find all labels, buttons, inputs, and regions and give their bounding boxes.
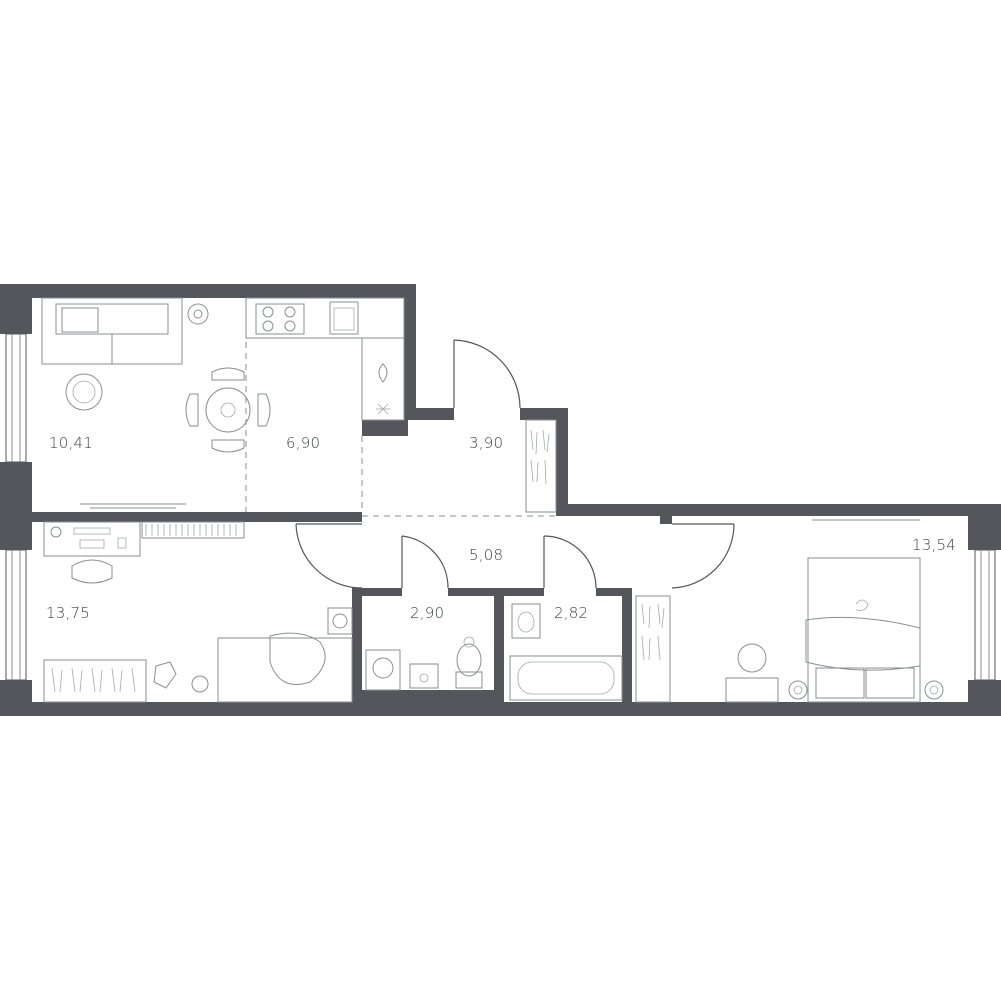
room-area-bath: 2,82 [554,604,589,622]
room-area-living: 10,41 [49,434,93,452]
kitchen-furniture [245,297,405,421]
living-furniture [41,297,271,509]
wc-fixtures [365,636,483,691]
windows [5,333,996,681]
room-area-corridor: 5,08 [469,546,504,564]
walls [0,284,1001,716]
room-area-wc: 2,90 [410,604,445,622]
bath-fixtures [509,603,623,701]
room-area-bedroom-left: 13,75 [46,604,90,622]
room-area-kitchen: 6,90 [286,434,321,452]
room-area-hall: 3,90 [469,434,504,452]
hall-wardrobe [525,419,557,513]
bedroom-right-furniture [635,519,944,703]
doors [295,339,735,589]
room-area-bedroom-right: 13,54 [912,536,956,554]
bedroom-left-furniture [43,521,353,703]
